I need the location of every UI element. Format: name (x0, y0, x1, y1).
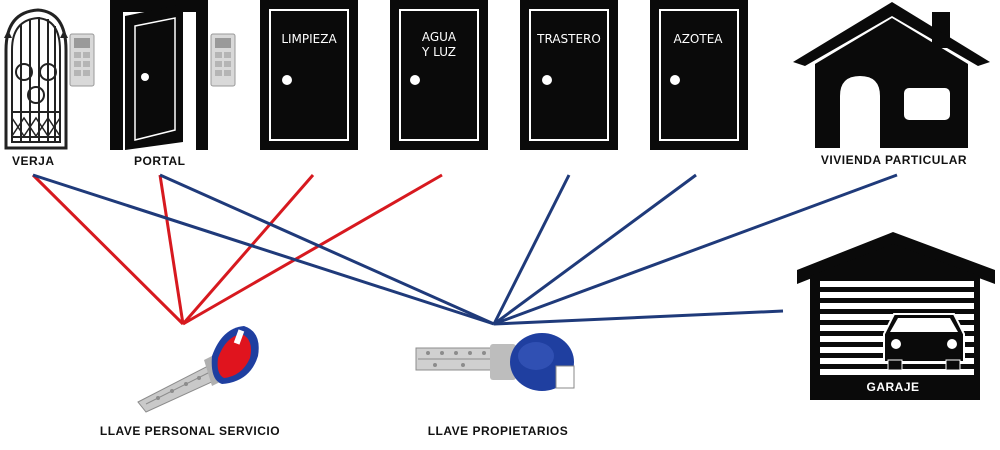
label-llave-propietarios: LLAVE PROPIETARIOS (428, 424, 569, 438)
agua-luz-door-icon (390, 0, 488, 150)
label-agua-line1: AGUA (422, 30, 457, 44)
line-servicio-limpieza (183, 175, 313, 324)
garage-icon (797, 232, 995, 400)
label-agua-line2: Y LUZ (421, 45, 456, 59)
line-servicio-portal (160, 175, 183, 324)
red-key-icon (138, 326, 259, 412)
intercom-icon (211, 34, 235, 86)
line-propietarios-portal (160, 175, 494, 324)
label-azotea: AZOTEA (674, 32, 724, 46)
label-trastero: TRASTERO (536, 32, 601, 46)
line-servicio-agua (183, 175, 442, 324)
label-verja: VERJA (12, 154, 55, 168)
azotea-door-icon (650, 0, 748, 150)
label-portal: PORTAL (134, 154, 185, 168)
label-limpieza: LIMPIEZA (281, 32, 337, 46)
line-propietarios-verja (33, 175, 494, 324)
intercom-icon (70, 34, 94, 86)
line-propietarios-azotea (494, 175, 696, 324)
line-servicio-verja (33, 175, 183, 324)
label-llave-servicio: LLAVE PERSONAL SERVICIO (100, 424, 280, 438)
access-lines (33, 175, 897, 324)
portal-door-icon (110, 0, 208, 150)
blue-key-icon (416, 333, 574, 391)
house-icon (793, 2, 990, 148)
trastero-door-icon (520, 0, 618, 150)
label-garaje: GARAJE (866, 380, 919, 394)
verja-gate-icon (4, 10, 68, 148)
line-propietarios-garaje (494, 311, 783, 324)
label-vivienda: VIVIENDA PARTICULAR (821, 153, 967, 167)
limpieza-door-icon (260, 0, 358, 150)
